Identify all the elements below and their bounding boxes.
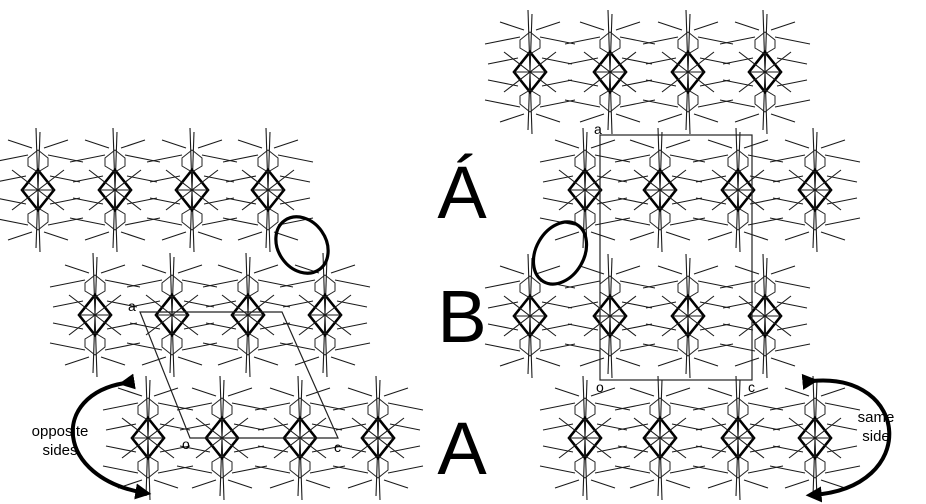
left-molecule-rows xyxy=(0,127,424,501)
right-annotation-line1: same xyxy=(858,409,895,426)
right-unit-cell xyxy=(599,134,753,381)
right-molecule xyxy=(564,9,656,135)
left-molecule xyxy=(146,127,238,253)
left-molecule xyxy=(0,127,84,253)
left-molecule xyxy=(332,375,424,501)
right-molecule xyxy=(484,9,576,135)
right-cell-label-o: o xyxy=(596,379,604,395)
layer-label-b: B xyxy=(437,275,486,358)
right-molecule xyxy=(539,127,631,253)
left-molecule xyxy=(69,127,161,253)
left-molecule xyxy=(49,252,141,378)
right-molecule xyxy=(642,9,734,135)
left-molecule xyxy=(102,375,194,501)
right-molecule xyxy=(642,253,734,379)
right-packing-panel: a o c same side xyxy=(484,9,895,503)
right-molecule xyxy=(614,127,706,253)
right-molecule xyxy=(692,127,784,253)
left-cell-label-o: o xyxy=(182,436,190,452)
left-packing-panel: a o c opposite sides xyxy=(0,127,424,501)
right-molecule xyxy=(769,127,861,253)
right-cell-label-c: c xyxy=(748,379,755,395)
right-annotation-line2: side xyxy=(862,428,890,445)
right-molecule xyxy=(769,375,861,501)
layer-label-a-prime: Á xyxy=(437,151,487,234)
left-unit-cell xyxy=(139,311,339,439)
right-molecule xyxy=(614,375,706,501)
left-molecule xyxy=(222,127,314,253)
right-molecule xyxy=(484,253,576,379)
left-molecule xyxy=(126,252,218,378)
left-annotation-line2: sides xyxy=(42,442,77,459)
right-cell-label-a: a xyxy=(594,121,602,137)
right-curved-double-arrow xyxy=(801,373,892,503)
left-molecule xyxy=(202,252,294,378)
right-contact-ellipse xyxy=(531,220,589,286)
layer-labels: Á B A xyxy=(437,151,487,490)
right-molecule xyxy=(564,253,656,379)
right-molecule xyxy=(719,253,811,379)
left-cell-label-a: a xyxy=(128,298,136,314)
right-molecule xyxy=(539,375,631,501)
left-molecule xyxy=(279,252,371,378)
right-molecule xyxy=(692,375,784,501)
left-contact-ellipse xyxy=(274,215,330,275)
left-annotation-line1: opposite xyxy=(32,423,89,440)
left-curved-double-arrow xyxy=(70,373,152,500)
left-cell-label-c: c xyxy=(334,439,341,455)
layer-label-a: A xyxy=(437,407,487,490)
right-molecule-rows xyxy=(484,9,861,501)
right-molecule xyxy=(719,9,811,135)
